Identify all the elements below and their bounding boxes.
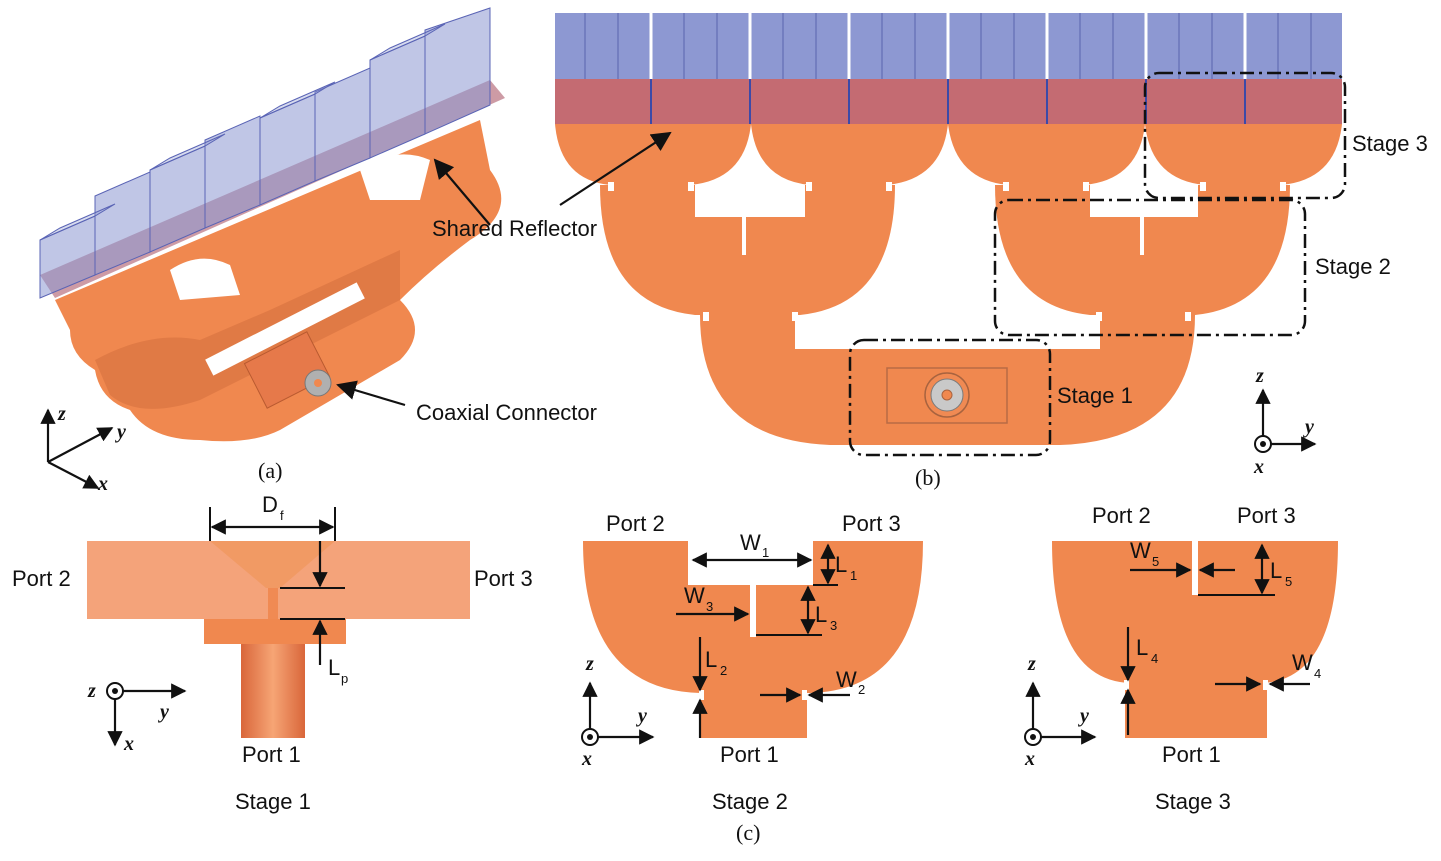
svg-text:1: 1 [850, 568, 857, 583]
panel-b-front-view: Stage 3 Stage 2 Stage 1 z y x (b) [555, 13, 1428, 490]
label-stage2-b: Stage 2 [1315, 254, 1391, 279]
dim-w4: W [1292, 650, 1313, 675]
stage2-port1: Port 1 [720, 742, 779, 767]
panel-c-stage1: D f L p Port 2 Port 3 Port 1 Stage 1 z y… [12, 492, 533, 814]
stage3-title: Stage 3 [1155, 789, 1231, 814]
panel-c-stage3: W 5 L 5 L 4 W 4 Port 2 Port 3 Port 1 Sta… [1024, 503, 1338, 814]
stage1-port1: Port 1 [242, 742, 301, 767]
label-shared-reflector-a: Shared Reflector [432, 216, 597, 241]
dim-df: D [262, 492, 278, 517]
label-stage3-b: Stage 3 [1352, 131, 1428, 156]
svg-text:4: 4 [1314, 666, 1321, 681]
dim-w5: W [1130, 538, 1151, 563]
svg-text:z: z [87, 680, 96, 702]
stage3-port3: Port 3 [1237, 503, 1296, 528]
svg-text:y: y [636, 705, 647, 727]
label-stage1-b: Stage 1 [1057, 383, 1133, 408]
svg-text:z: z [585, 653, 594, 675]
radiator-row [555, 13, 1342, 79]
stage1-title: Stage 1 [235, 789, 311, 814]
svg-text:5: 5 [1285, 574, 1292, 589]
radiators-3d [39, 7, 491, 299]
dim-l2: L [705, 647, 717, 672]
dim-w2: W [836, 667, 857, 692]
svg-text:z: z [1027, 653, 1036, 675]
axis-triad-c1: z y x [87, 680, 187, 755]
svg-text:y: y [1078, 705, 1089, 727]
svg-text:x: x [97, 473, 108, 495]
dim-w3: W [684, 583, 705, 608]
svg-text:2: 2 [858, 682, 865, 697]
svg-text:x: x [123, 733, 134, 755]
axis-triad-b: z y x [1253, 365, 1317, 478]
dim-lp: L [328, 655, 340, 680]
svg-text:x: x [1024, 748, 1035, 770]
svg-text:z: z [57, 403, 66, 425]
stage2-box [993, 198, 1307, 337]
dim-l3: L [815, 602, 827, 627]
label-coaxial-connector: Coaxial Connector [416, 400, 597, 425]
caption-a: (a) [258, 458, 282, 483]
svg-text:x: x [581, 748, 592, 770]
dim-l4: L [1136, 635, 1148, 660]
svg-text:p: p [341, 671, 348, 686]
stage2-port3: Port 3 [842, 511, 901, 536]
stage1-port3: Port 3 [474, 566, 533, 591]
svg-text:2: 2 [720, 663, 727, 678]
axis-triad-a: z y x [40, 403, 126, 495]
svg-text:y: y [158, 701, 169, 723]
axis-triad-c3: z y x [1024, 653, 1097, 770]
dim-l5: L [1270, 558, 1282, 583]
svg-text:1: 1 [762, 545, 769, 560]
stage2-port2: Port 2 [606, 511, 665, 536]
panel-c-stage2: W 1 L 1 W 3 L 3 L 2 W 2 Port 2 Port 3 Po… [581, 511, 923, 845]
svg-text:y: y [1303, 416, 1314, 438]
svg-text:5: 5 [1152, 554, 1159, 569]
caption-b: (b) [915, 465, 941, 490]
dim-l1: L [835, 552, 847, 577]
axis-triad-c2: z y x [581, 653, 655, 770]
stage3-port1: Port 1 [1162, 742, 1221, 767]
stage1-box [848, 338, 1052, 457]
dim-w1: W [740, 530, 761, 555]
stage2-title: Stage 2 [712, 789, 788, 814]
stage1-port2: Port 2 [12, 566, 71, 591]
caption-c: (c) [736, 820, 760, 845]
stage3-box [1143, 71, 1347, 200]
svg-text:x: x [1253, 456, 1264, 478]
svg-text:y: y [115, 421, 126, 443]
stage3-port2: Port 2 [1092, 503, 1151, 528]
svg-text:3: 3 [830, 618, 837, 633]
svg-text:z: z [1255, 365, 1264, 387]
svg-text:4: 4 [1151, 651, 1158, 666]
svg-text:f: f [280, 508, 284, 523]
panel-a-3d-view: Shared Reflector Coaxial Connector z y x… [39, 7, 597, 495]
svg-text:3: 3 [706, 599, 713, 614]
